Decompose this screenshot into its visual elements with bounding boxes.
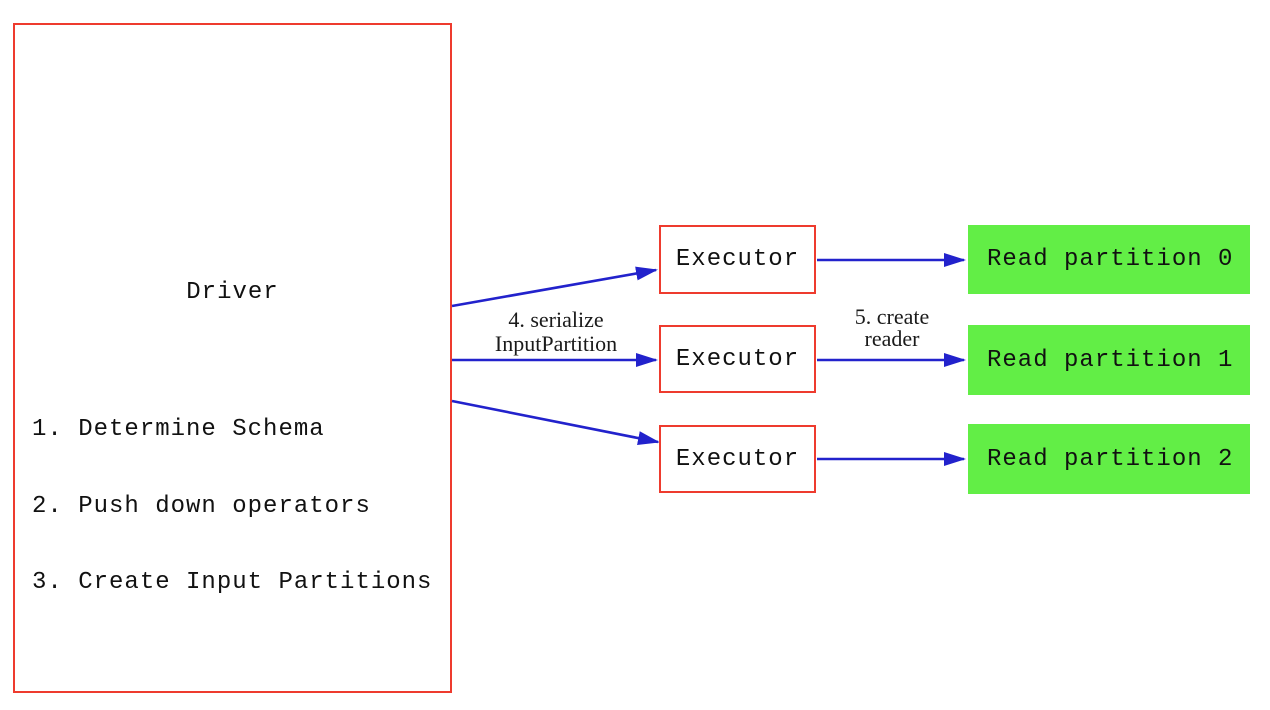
executor-label-2: Executor: [675, 345, 800, 373]
arrow-driver-to-executor-3: [451, 399, 660, 445]
driver-steps-list: 1. Determine Schema 2. Push down operato…: [32, 366, 432, 647]
partition-label-2: Read partition 2: [987, 445, 1234, 473]
edge-label-serialize-line1: 4. serialize: [508, 307, 604, 332]
driver-step-3: 3. Create Input Partitions: [32, 569, 433, 596]
executor-label-1: Executor: [675, 246, 800, 273]
driver-title: Driver: [186, 279, 279, 306]
partition-box-0: Read partition 0: [968, 225, 1250, 294]
edge-label-create-line2: reader: [864, 326, 920, 351]
driver-step-2: 2. Push down operators: [32, 492, 371, 520]
partition-label-1: Read partition 1: [987, 346, 1234, 374]
edge-label-create-line1: 5. create: [854, 304, 930, 329]
executor-box-2: Executor: [659, 325, 816, 393]
partition-label-0: Read partition 0: [987, 246, 1234, 273]
arrow-driver-to-executor-1: [451, 266, 658, 308]
edge-label-serialize-line2: InputPartition: [494, 331, 618, 356]
partition-box-2: Read partition 2: [968, 424, 1250, 494]
edge-label-create-reader: 5. create reader: [812, 306, 972, 350]
executor-label-3: Executor: [675, 445, 800, 473]
partition-box-1: Read partition 1: [968, 325, 1250, 395]
edge-label-serialize-inputpartition: 4. serialize InputPartition: [452, 308, 660, 356]
executor-box-3: Executor: [659, 425, 816, 493]
driver-step-1: 1. Determine Schema: [32, 416, 325, 443]
executor-box-1: Executor: [659, 225, 816, 294]
driver-box: [13, 23, 452, 693]
